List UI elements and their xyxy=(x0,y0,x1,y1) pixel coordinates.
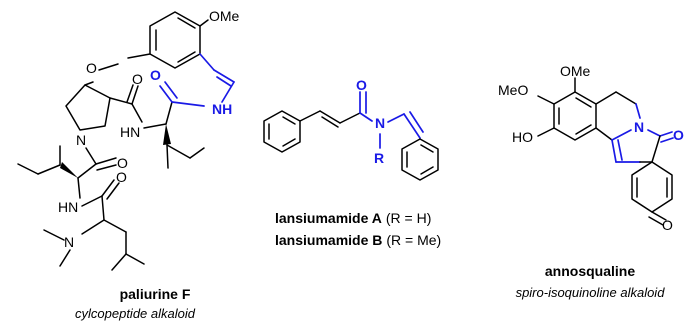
paliurine-ome-label: OMe xyxy=(209,8,240,24)
lansiumamide-a-line: lansiumamide A(R = H) xyxy=(275,210,431,226)
annosqualine-aryl-ring xyxy=(553,91,597,141)
paliurine-hn-label-2: HN xyxy=(58,199,78,215)
annosqualine-ho-label: HO xyxy=(512,129,533,145)
annosqualine-ome-label: OMe xyxy=(560,63,591,79)
paliurine-pyrrolidine-n-label: N xyxy=(76,132,86,148)
annosqualine-name: annosqualine xyxy=(545,263,635,279)
paliurine-name: paliurine F xyxy=(120,286,191,302)
annosqualine-meo-label: MeO xyxy=(498,82,528,98)
annosqualine-dienone-ring xyxy=(631,161,673,213)
lansiumamide-r-label: R xyxy=(374,150,384,166)
annosqualine-n-label: N xyxy=(634,119,644,135)
paliurine-aryl-ring xyxy=(149,11,201,69)
lansiumamide-o-label: O xyxy=(356,77,367,93)
paliurine-carbonyl-o1-label: O xyxy=(132,71,143,87)
paliurine-blue-o-label: O xyxy=(150,67,161,83)
paliurine-f-structure: OMe O NH N O HN O xyxy=(17,8,240,271)
paliurine-nme2-label: N xyxy=(64,234,74,250)
annosqualine-subtitle: spiro-isoquinoline alkaloid xyxy=(516,285,666,300)
paliurine-subtitle: cylcopeptide alkaloid xyxy=(75,306,196,321)
lansiumamide-b-line: lansiumamide B(R = Me) xyxy=(275,232,441,248)
paliurine-carbonyl-o3-label: O xyxy=(116,169,127,185)
paliurine-hn-label-1: HN xyxy=(120,124,140,140)
lansiumamide-phenyl-ring-right xyxy=(401,138,439,181)
annosqualine-structure: OMe MeO HO N O O xyxy=(498,63,684,233)
lansiumamide-n-label: N xyxy=(375,115,385,131)
annosqualine-ketone-o-label: O xyxy=(662,217,673,233)
paliurine-nh-label: NH xyxy=(212,101,232,117)
paliurine-carbonyl-o2-label: O xyxy=(117,155,128,171)
lansiumamide-structure: O N R xyxy=(263,77,439,181)
paliurine-pyrrolidine-ring xyxy=(65,84,111,131)
paliurine-ether-o-label: O xyxy=(86,60,97,76)
annosqualine-lactam-o-label: O xyxy=(673,127,684,143)
